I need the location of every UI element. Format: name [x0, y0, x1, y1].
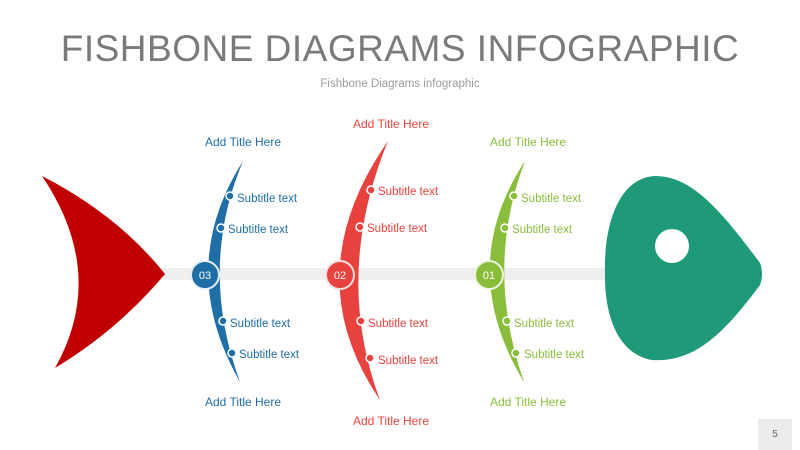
bone-01-subtitle-4: Subtitle text [524, 349, 585, 361]
bone-02-arc [339, 141, 388, 400]
slide-subtitle: Fishbone Diagrams infographic [320, 78, 480, 90]
bone-02-badge: 02 [325, 260, 355, 290]
fish-spine [150, 268, 630, 280]
bone-02-bottom-title: Add Title Here [353, 414, 429, 428]
bone-01-subtitle-1: Subtitle text [521, 193, 582, 205]
bone-03-subtitle-4: Subtitle text [239, 349, 300, 361]
bone-03-arc [208, 161, 243, 382]
bone-01-arc [489, 161, 525, 382]
bone-02-subtitle-1: Subtitle text [378, 186, 439, 198]
bone-02-number: 02 [334, 270, 346, 282]
bone-02-subtitle-3: Subtitle text [368, 318, 429, 330]
bone-01-badge: 01 [474, 260, 504, 290]
fish-head [604, 176, 762, 361]
bone-02-subtitle-4: Subtitle text [378, 355, 439, 367]
bone-03-subtitle-2: Subtitle text [228, 224, 289, 236]
bone-01-subtitles: Subtitle text Subtitle text Subtitle tex… [500, 191, 585, 361]
bone-03-subtitle-3: Subtitle text [230, 318, 291, 330]
bone-01-top-title: Add Title Here [490, 135, 566, 149]
slide-title: FISHBONE DIAGRAMS INFOGRAPHIC [60, 28, 740, 69]
bone-02-subtitle-2: Subtitle text [367, 223, 428, 235]
bone-01-subtitle-3: Subtitle text [514, 318, 575, 330]
bone-03-number: 03 [199, 270, 211, 282]
bone-03-subtitle-1: Subtitle text [237, 193, 298, 205]
bone-01-subtitle-2: Subtitle text [512, 224, 573, 236]
bone-01-bottom-title: Add Title Here [490, 395, 566, 409]
fish-tail [42, 176, 165, 368]
bone-03-subtitles: Subtitle text Subtitle text Subtitle tex… [216, 191, 300, 361]
bone-01-number: 01 [483, 270, 495, 282]
bone-03-bottom-title: Add Title Here [205, 395, 281, 409]
fish-eye [655, 229, 689, 263]
bone-02-top-title: Add Title Here [353, 117, 429, 131]
bone-03-top-title: Add Title Here [205, 135, 281, 149]
bone-02-subtitles: Subtitle text Subtitle text Subtitle tex… [355, 185, 439, 367]
bone-03-badge: 03 [190, 260, 220, 290]
page-number: 5 [758, 419, 792, 450]
